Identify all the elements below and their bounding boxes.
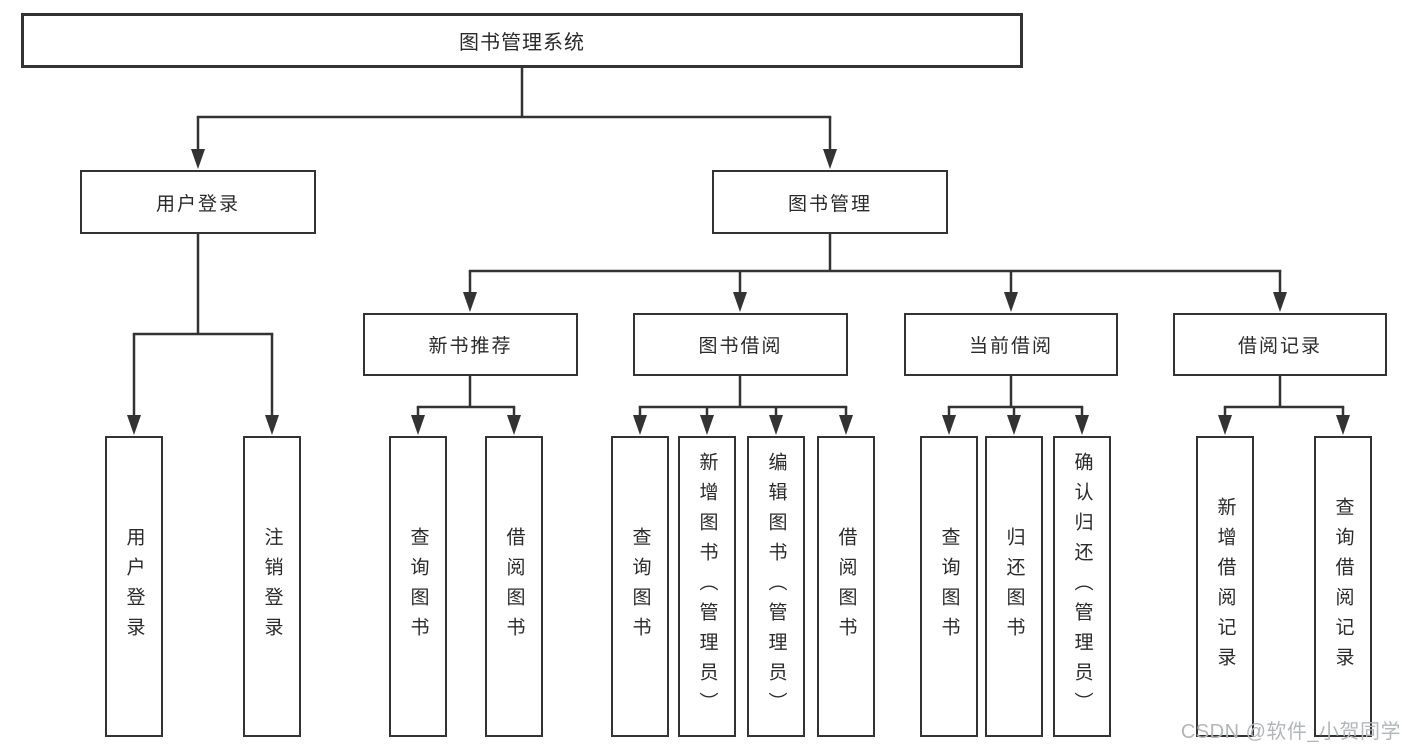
node-label: 借阅记录 (1237, 336, 1322, 357)
node-root-system: 图书管理系统 (21, 13, 1023, 68)
node-borrow-records: 借阅记录 (1173, 313, 1387, 376)
connector-book-borrow-to-leaves (633, 376, 853, 435)
node-user-login: 用户登录 (80, 170, 316, 234)
arrowhead (463, 292, 477, 312)
arrowhead (191, 149, 205, 169)
leaf-br-add-record: 新增借阅记录 (1196, 436, 1254, 737)
connector-book-management-to-level3 (463, 234, 1287, 312)
node-label: 图书管理 (787, 193, 872, 215)
arrowhead (507, 415, 521, 435)
node-label: 新书推荐 (428, 336, 513, 357)
leaf-label: 注销登录 (261, 526, 283, 647)
leaf-user-login: 用户登录 (105, 436, 163, 737)
leaf-bb-query-book: 查询图书 (611, 436, 669, 737)
connector-root-to-level2 (191, 68, 837, 169)
arrowhead (127, 415, 141, 435)
arrowhead (733, 292, 747, 312)
arrowhead (1007, 415, 1021, 435)
leaf-nbr-query-book: 查询图书 (389, 436, 447, 737)
leaf-label: 查询借阅记录 (1332, 496, 1354, 677)
node-label: 用户登录 (155, 193, 240, 215)
leaf-label: 借阅图书 (503, 526, 525, 647)
leaf-label: 编辑图书（管理员） (765, 451, 787, 722)
leaf-br-query-record: 查询借阅记录 (1314, 436, 1372, 737)
connector-new-book-recommend-to-leaves (411, 376, 521, 435)
connector-borrow-records-to-leaves (1218, 376, 1350, 435)
leaf-nbr-borrow-book: 借阅图书 (485, 436, 543, 737)
leaf-label: 借阅图书 (835, 526, 857, 647)
leaf-logout: 注销登录 (243, 436, 301, 737)
node-label: 当前借阅 (968, 336, 1053, 357)
node-current-borrow: 当前借阅 (904, 313, 1118, 376)
connector-current-borrow-to-leaves (942, 376, 1089, 435)
leaf-bb-add-book-admin: 新增图书（管理员） (678, 436, 736, 737)
leaf-label: 查询图书 (407, 526, 429, 647)
csdn-watermark: CSDN @软件_小贺同学 (1180, 721, 1401, 743)
arrowhead (1004, 292, 1018, 312)
arrowhead (633, 415, 647, 435)
leaf-label: 归还图书 (1003, 526, 1025, 647)
arrowhead (942, 415, 956, 435)
leaf-cb-return-book: 归还图书 (985, 436, 1043, 737)
arrowhead (1218, 415, 1232, 435)
leaf-label: 新增借阅记录 (1214, 496, 1236, 677)
node-book-management: 图书管理 (712, 170, 948, 234)
arrowhead (769, 415, 783, 435)
leaf-bb-borrow-book: 借阅图书 (817, 436, 875, 737)
node-new-book-recommend: 新书推荐 (363, 313, 578, 376)
leaf-label: 查询图书 (938, 526, 960, 647)
connector-user-login-to-leaves (127, 234, 279, 435)
leaf-bb-edit-book-admin: 编辑图书（管理员） (747, 436, 805, 737)
node-book-borrow: 图书借阅 (633, 313, 848, 376)
leaf-label: 查询图书 (629, 526, 651, 647)
leaf-label: 用户登录 (123, 526, 145, 647)
leaf-label: 新增图书（管理员） (696, 451, 718, 722)
arrowhead (1336, 415, 1350, 435)
arrowhead (265, 415, 279, 435)
leaf-label: 确认归还（管理员） (1071, 451, 1093, 722)
leaf-cb-query-book: 查询图书 (920, 436, 978, 737)
leaf-cb-confirm-return-admin: 确认归还（管理员） (1053, 436, 1111, 737)
node-label: 图书借阅 (698, 336, 783, 357)
arrowhead (1273, 292, 1287, 312)
node-label: 图书管理系统 (459, 32, 585, 54)
arrowhead (1075, 415, 1089, 435)
arrowhead (411, 415, 425, 435)
arrowhead (839, 415, 853, 435)
arrowhead (700, 415, 714, 435)
arrowhead (823, 149, 837, 169)
